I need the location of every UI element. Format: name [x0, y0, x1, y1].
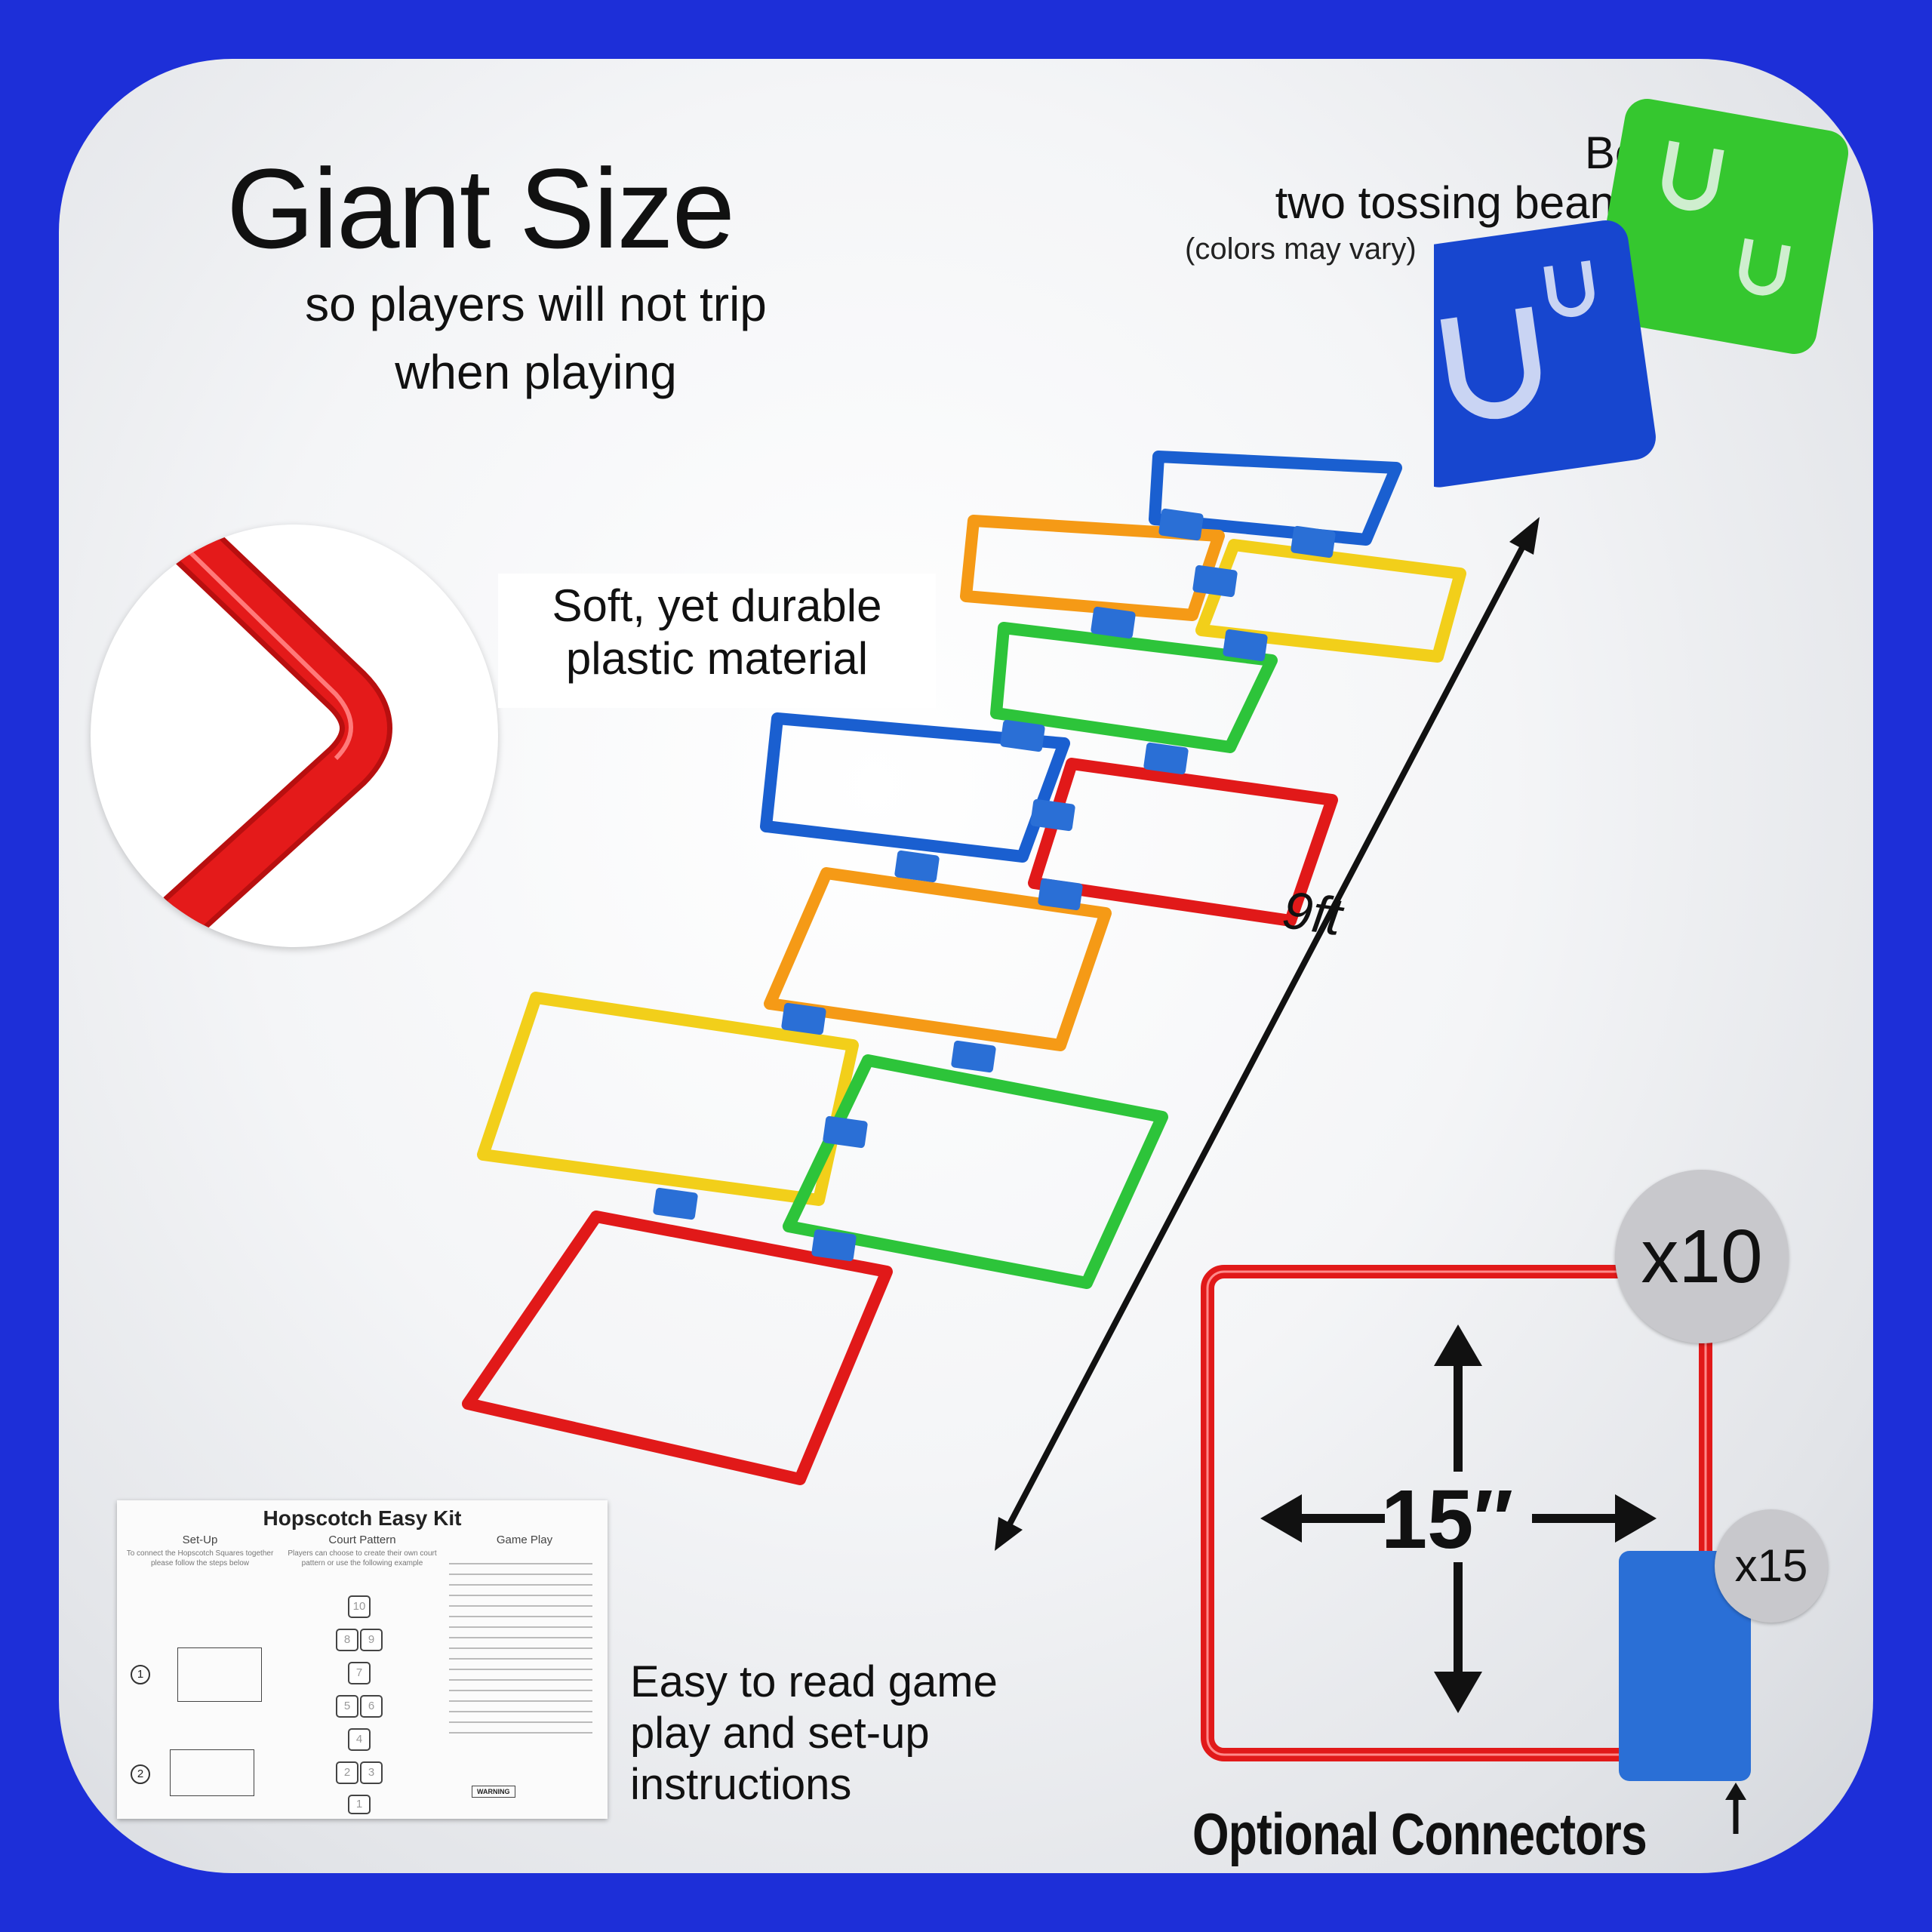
- connector-clip: [1192, 565, 1238, 598]
- court-cell: 9: [360, 1629, 383, 1651]
- blue-hopscotch-square: [1149, 451, 1402, 546]
- arrowhead-icon: [1509, 517, 1540, 555]
- connector-clip: [811, 1229, 857, 1262]
- game-header: Game Play: [496, 1534, 553, 1546]
- orange-hopscotch-square: [764, 867, 1112, 1051]
- beanbags-image: [1434, 98, 1849, 488]
- yellow-hopscotch-square: [1195, 539, 1466, 663]
- connector-clip: [1158, 508, 1204, 541]
- green-hopscotch-square: [990, 622, 1278, 753]
- court-cell: 4: [348, 1728, 371, 1751]
- court-cell: 7: [348, 1662, 371, 1684]
- court-cell: 8: [336, 1629, 358, 1651]
- setup-diagram: [177, 1647, 262, 1702]
- caption-line3: instructions: [630, 1760, 852, 1809]
- arrowhead-icon: [1725, 1783, 1746, 1800]
- red-hopscotch-square: [462, 1211, 893, 1485]
- headline-title: Giant Size: [226, 145, 735, 272]
- court-cell: 3: [360, 1761, 383, 1784]
- orange-hopscotch-square: [960, 515, 1225, 621]
- connector-clip: [1619, 1551, 1751, 1781]
- setup-header: Set-Up: [182, 1534, 218, 1546]
- length-arrow: [1004, 542, 1527, 1530]
- connector-clip: [1091, 606, 1136, 639]
- court-header: Court Pattern: [328, 1534, 396, 1546]
- green-hopscotch-square: [783, 1054, 1168, 1289]
- material-line2: plastic material: [565, 633, 869, 684]
- material-caption: Soft, yet durable plastic material: [498, 574, 936, 708]
- connector-clip: [781, 1002, 826, 1035]
- setup-step: 2: [131, 1764, 150, 1784]
- connector-clip: [823, 1115, 868, 1149]
- connector-clip: [1291, 525, 1336, 558]
- red-frame-corner-icon: [163, 525, 392, 937]
- connector-clip: [894, 850, 940, 883]
- headline-line1: so players will not trip: [305, 277, 767, 331]
- setup-step: 1: [131, 1665, 150, 1684]
- bonus-note: (colors may vary): [1185, 232, 1417, 266]
- dimension-arrows: [1260, 1324, 1657, 1713]
- setup-intro: To connect the Hopscotch Squares togethe…: [126, 1549, 274, 1567]
- warning-label: WARNING: [472, 1786, 515, 1798]
- material-closeup: [91, 525, 498, 947]
- setup-diagram: [170, 1749, 254, 1796]
- blue-hopscotch-square: [760, 712, 1070, 863]
- game-play-text: [449, 1557, 592, 1738]
- court-cell: 6: [360, 1695, 383, 1718]
- caption-line2: play and set-up: [630, 1709, 930, 1758]
- connector-clip: [1143, 742, 1189, 775]
- caption-line1: Easy to read game: [630, 1657, 998, 1706]
- single-square-highlight: [1206, 1270, 1707, 1756]
- square-count-badge: x10: [1615, 1170, 1789, 1343]
- size-label: 15″: [1381, 1473, 1514, 1566]
- court-cell: 2: [336, 1761, 358, 1784]
- sheet-title: Hopscotch Easy Kit: [263, 1506, 462, 1530]
- green-beanbag: [1592, 98, 1849, 355]
- court-cell: 5: [336, 1695, 358, 1718]
- instruction-sheet: Hopscotch Easy Kit Set-Up To connect the…: [117, 1500, 608, 1819]
- connectors-label: Optional Connectors: [1192, 1801, 1647, 1867]
- instructions-caption: Easy to read game play and set-up instru…: [630, 1657, 998, 1810]
- connector-clip: [1223, 629, 1268, 662]
- red-hopscotch-square: [1028, 758, 1338, 927]
- connector-clip: [951, 1040, 996, 1073]
- connector-clip: [653, 1187, 698, 1220]
- court-cell: 10: [348, 1595, 371, 1618]
- court-intro: Players can choose to create their own c…: [288, 1549, 437, 1567]
- arrowhead-icon: [995, 1517, 1023, 1551]
- connector-count-badge: x15: [1715, 1509, 1828, 1623]
- connector-clip: [1038, 878, 1083, 911]
- yellow-hopscotch-square: [477, 992, 859, 1206]
- headline-line2: when playing: [395, 345, 677, 399]
- connector-clip: [1030, 798, 1075, 832]
- court-cell: 1: [348, 1795, 371, 1814]
- connector-clip: [1000, 719, 1045, 752]
- blue-beanbag: [1434, 220, 1656, 488]
- material-line1: Soft, yet durable: [552, 580, 882, 631]
